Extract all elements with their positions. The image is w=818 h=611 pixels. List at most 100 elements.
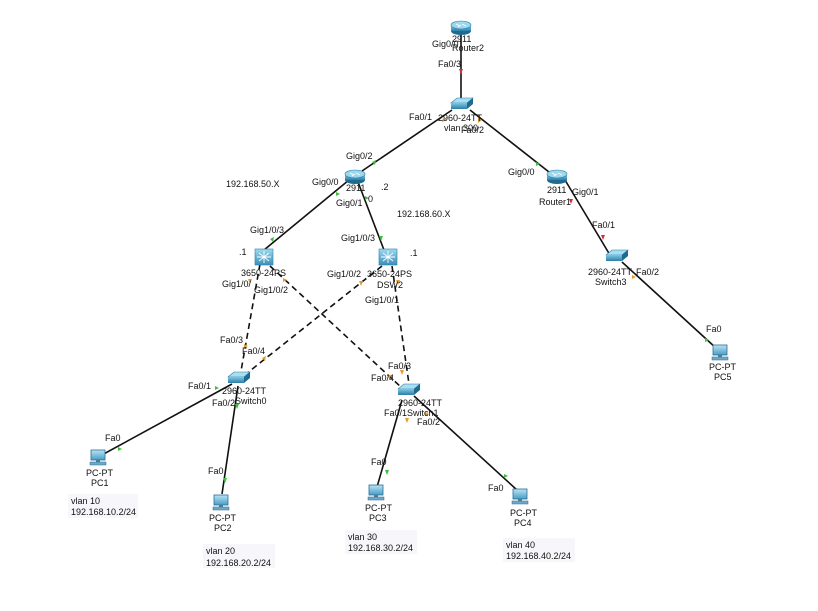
port-label: Gig0/2 xyxy=(346,151,373,161)
device-model-dsw2: 3650-24PS xyxy=(367,269,412,279)
port-label: Fa0/1 xyxy=(592,220,615,230)
port-label: Fa0/3 xyxy=(220,335,243,345)
switch-icon[interactable] xyxy=(605,249,629,261)
link-switchtop-router1[interactable] xyxy=(469,109,550,173)
port-led xyxy=(536,162,540,166)
multilayer-switch-icon[interactable] xyxy=(254,248,274,266)
router-icon[interactable] xyxy=(344,169,366,184)
link-router0-dsw1[interactable] xyxy=(263,179,350,251)
port-led xyxy=(632,275,636,279)
port-label: Fa0 xyxy=(706,324,722,334)
device-name-pc5: PC5 xyxy=(714,372,732,382)
port-label: Gig1/0/ xyxy=(222,279,252,289)
port-label: Gig0/0 xyxy=(508,167,535,177)
port-label: Fa0/4 xyxy=(371,373,394,383)
link-dsw2-switch0[interactable] xyxy=(245,265,383,375)
link-switch1-pc3[interactable] xyxy=(376,399,403,488)
note-pc4[interactable]: vlan 40 192.168.40.2/24 xyxy=(503,538,575,562)
port-label: Gig1/0/2 xyxy=(327,269,361,279)
port-led xyxy=(372,160,376,165)
pc-icon[interactable] xyxy=(511,488,529,505)
device-model-switch0: 2960-24TT xyxy=(222,386,267,396)
network-annotations: 192.168.50.X 192.168.60.X .2 .1 .1 xyxy=(226,179,451,258)
port-led xyxy=(504,474,508,478)
pc-icon[interactable] xyxy=(711,344,729,361)
device-model-switchtop: 2960-24TT xyxy=(438,113,483,123)
router-icon[interactable] xyxy=(546,169,568,184)
ip-suffix-router0: .2 xyxy=(381,182,389,192)
links xyxy=(99,34,717,495)
port-label: Gig1/0/2 xyxy=(254,285,288,295)
note-ip: 192.168.10.2/24 xyxy=(71,507,136,517)
link-switch0-pc1[interactable] xyxy=(99,383,233,457)
link-dsw1-switch0[interactable] xyxy=(240,263,261,372)
note-vlan: vlan 40 xyxy=(506,540,535,550)
device-name-switchtop: vlan 300 xyxy=(444,123,478,133)
port-led xyxy=(385,470,389,475)
device-model-dsw1: 3650-24PS xyxy=(241,268,286,278)
port-label: Fa0/4 xyxy=(242,346,265,356)
port-label: Gig0/0 xyxy=(432,39,459,49)
port-led xyxy=(235,404,239,409)
pc-icon[interactable] xyxy=(212,494,230,511)
device-model-router2: 2911 xyxy=(452,34,471,44)
port-label: Fa0/1 xyxy=(409,112,432,122)
port-led xyxy=(118,447,122,451)
port-led xyxy=(223,478,227,483)
switch-icon[interactable] xyxy=(450,97,474,109)
device-name-switch3: Switch3 xyxy=(595,277,627,287)
device-name-pc1: PC1 xyxy=(91,478,109,488)
device-model-switch3: 2960-24TT xyxy=(588,267,633,277)
port-label: Gig0/1 xyxy=(336,198,363,208)
device-name-router1: Router1 xyxy=(539,197,571,207)
note-vlan: vlan 30 xyxy=(348,532,377,542)
port-label: Fa0/3 xyxy=(438,59,461,69)
link-router0-dsw2[interactable] xyxy=(357,181,385,251)
port-led xyxy=(365,196,369,200)
port-label: Fa0/2 xyxy=(636,267,659,277)
port-led xyxy=(425,412,429,416)
note-pc1[interactable]: vlan 10 192.168.10.2/24 xyxy=(68,494,138,518)
port-label: Fa0/1 xyxy=(384,408,407,418)
note-ip: 192.168.20.2/24 xyxy=(206,558,271,568)
device-model-switch1: 2960-24TT xyxy=(398,398,443,408)
port-led xyxy=(270,237,274,242)
port-led xyxy=(379,236,383,241)
port-indicators xyxy=(118,69,709,483)
switch-icon[interactable] xyxy=(227,371,251,383)
port-label: Fa0/3 xyxy=(388,361,411,371)
link-switch3-pc5[interactable] xyxy=(621,261,717,349)
port-led xyxy=(359,281,363,286)
port-led xyxy=(705,338,709,342)
port-label: Fa0/1 xyxy=(188,381,211,391)
device-model-pc1: PC-PT xyxy=(86,468,114,478)
link-switchtop-router0[interactable] xyxy=(361,109,453,172)
port-labels: Gig0/0 Fa0/3 Fa0/1 Fa0/2 Gig0/2 Gig0/0 G… xyxy=(105,39,722,493)
port-led xyxy=(569,199,573,204)
network-label-50: 192.168.50.X xyxy=(226,179,280,189)
port-label: Fa0 xyxy=(371,457,387,467)
port-led xyxy=(262,356,266,361)
port-led xyxy=(336,192,340,196)
network-label-60: 192.168.60.X xyxy=(397,209,451,219)
device-model-pc5: PC-PT xyxy=(709,362,737,372)
port-label: Fa0/2 xyxy=(212,398,235,408)
switch-icon[interactable] xyxy=(397,383,421,395)
link-switch1-pc4[interactable] xyxy=(413,395,518,491)
note-pc3[interactable]: vlan 30 192.168.30.2/24 xyxy=(345,530,417,554)
note-pc2[interactable]: vlan 20 192.168.20.2/24 xyxy=(203,544,275,568)
device-name-pc4: PC4 xyxy=(514,518,532,528)
multilayer-switch-icon[interactable] xyxy=(378,248,398,266)
port-label: Gig1/0/1 xyxy=(365,295,399,305)
device-name-pc2: PC2 xyxy=(214,523,232,533)
pc-icon[interactable] xyxy=(367,484,385,501)
link-router1-switch3[interactable] xyxy=(564,179,611,256)
device-model-router1: 2911 xyxy=(547,185,566,195)
port-led xyxy=(459,69,463,74)
router-icon[interactable] xyxy=(450,20,472,35)
port-label: Gig1/0/3 xyxy=(250,225,284,235)
port-led xyxy=(601,235,605,240)
port-label: Fa0 xyxy=(105,433,121,443)
device-labels: 2911 Router2 2960-24TT vlan 300 2911 291… xyxy=(86,34,737,533)
pc-icon[interactable] xyxy=(89,449,107,466)
